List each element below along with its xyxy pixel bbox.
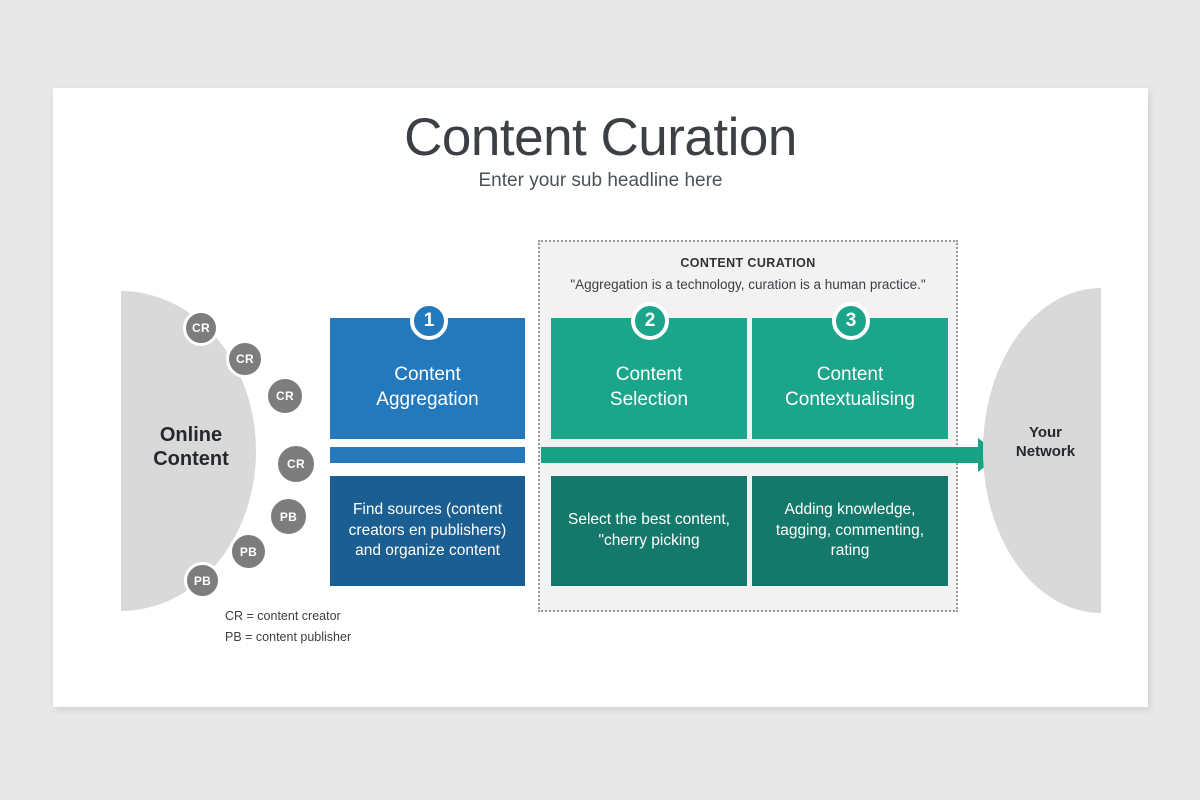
source-node: CR [275,443,317,485]
source-node-label: CR [276,389,294,403]
your-network-label-line2: Network [1015,442,1076,460]
step-number-badge: 2 [631,302,669,340]
step-number-badge-label: 3 [845,310,857,331]
step-card-title-line1: Content [615,364,683,386]
your-network-label-line1: Your [1028,424,1063,441]
legend-item-pb: PB = content publisher [225,629,352,644]
legend-item-cr: CR = content creator [225,609,341,623]
step-description-card[interactable]: Adding knowledge, tagging, commenting, r… [752,476,948,586]
content-curation-group-label: CONTENT CURATION [680,256,816,270]
source-node: CR [226,340,264,378]
legend: CR = content creator PB = content publis… [225,606,351,647]
source-node-label: PB [279,509,298,524]
page-title: Content Curation [404,108,797,167]
online-content-label-line1: Online [159,424,223,446]
content-curation-quote: "Aggregation is a technology, curation i… [570,277,926,292]
step-description-card[interactable]: Select the best content, "cherry picking [551,476,747,586]
source-node-label: CR [287,457,305,471]
your-network-label: Your Network [993,424,1098,462]
page-subtitle: Enter your sub headline here [478,170,723,191]
step-card-title-line2: Selection [609,388,689,410]
step-description-card[interactable]: Find sources (content creators en publis… [330,476,525,586]
source-node: CR [183,310,219,346]
source-node: PB [184,562,221,599]
step-card-title-line2: Contextualising [785,388,915,410]
step-number-badge-label: 1 [423,310,435,331]
flow-arrow-bar [330,447,525,463]
step-number-badge-label: 2 [644,310,656,331]
step-number-badge: 3 [832,302,870,340]
step-description-text: Select the best content, "cherry picking [568,511,730,549]
step-card-title-line2: Aggregation [376,388,479,410]
step-description-text: Adding knowledge, tagging, commenting, r… [775,500,925,560]
source-node-label: CR [192,321,210,335]
source-node-label: CR [236,352,254,366]
step-card-title-line1: Content [394,364,461,386]
step-card-title-line1: Content [816,364,884,386]
slide-canvas: Content Curation Enter your sub headline… [53,88,1148,707]
source-node: PB [229,532,268,571]
online-content-label: Online Content [131,423,251,472]
flow-arrow-bar [541,447,981,463]
online-content-label-line2: Content [153,448,229,471]
source-node-label: PB [239,544,258,559]
source-node: PB [268,496,309,537]
source-node-label: PB [193,573,212,588]
step-description-text: Find sources (content creators en publis… [348,500,507,560]
step-number-badge: 1 [410,302,448,340]
source-node: CR [265,376,305,416]
